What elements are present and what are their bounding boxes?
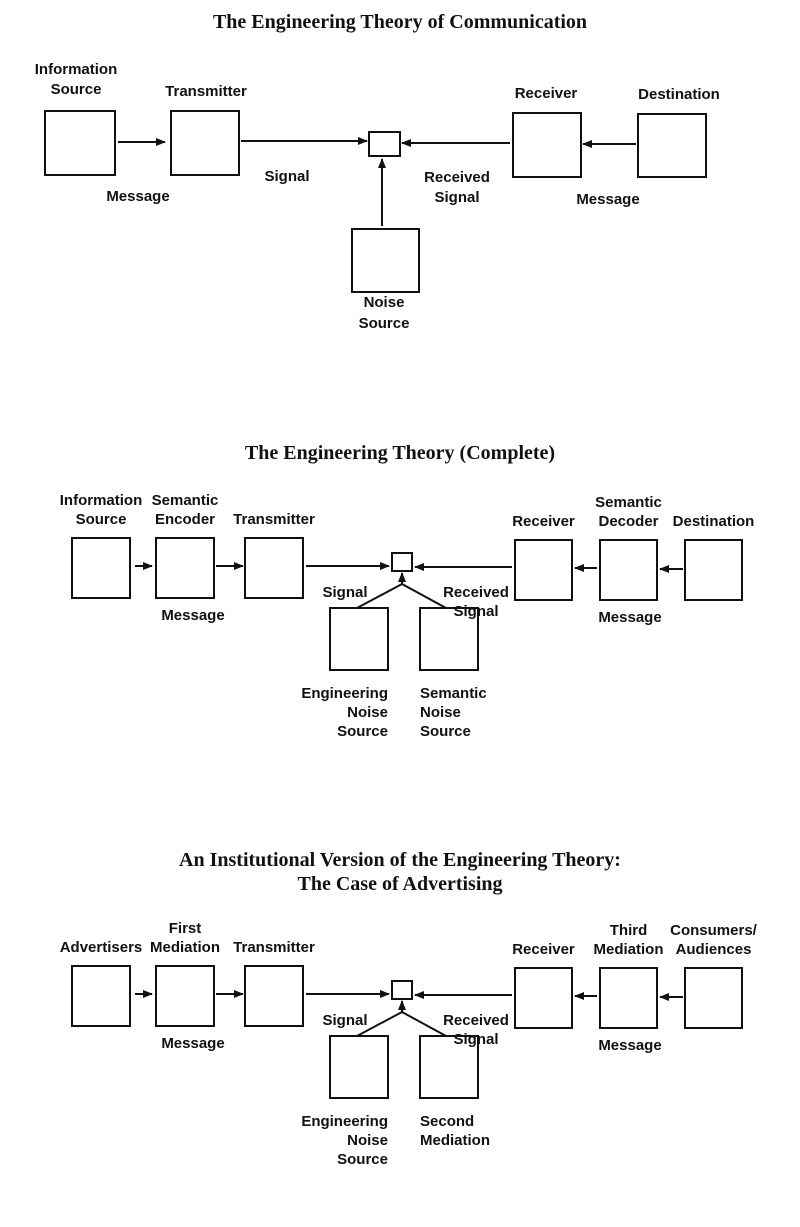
node-label: Decoder: [598, 513, 658, 530]
diagram-title: The Engineering Theory of Communication: [213, 11, 587, 33]
node-receiver: [512, 112, 582, 178]
edge-label-received-signal: Received: [424, 169, 490, 186]
node-transmitter: [170, 110, 240, 176]
diagram-title: The Case of Advertising: [298, 873, 503, 895]
node-label: Engineering: [301, 685, 388, 702]
node-destination: [684, 967, 743, 1029]
node-transmitter: [244, 537, 304, 599]
node-receiver: [514, 539, 573, 601]
node-information-source: [44, 110, 116, 176]
edge-label-message: Message: [598, 1037, 661, 1054]
node-label: Third: [610, 922, 648, 939]
connector-noise-right: [401, 583, 447, 609]
node-label: Audiences: [676, 941, 752, 958]
node-decoder: [599, 967, 658, 1029]
node-label: Semantic: [152, 492, 219, 509]
node-label: Transmitter: [233, 511, 315, 528]
node-label: Destination: [673, 513, 755, 530]
node-label: Receiver: [512, 513, 575, 530]
node-label: Source: [76, 511, 127, 528]
connector-noise-right: [401, 1011, 447, 1037]
connector-noise-left: [356, 583, 403, 609]
edge-label-signal: Signal: [322, 584, 367, 601]
node-label: Source: [420, 723, 471, 740]
node-label: Information: [35, 61, 118, 78]
node-source: [71, 965, 131, 1027]
node-label: Source: [51, 81, 102, 98]
diagram-engineering-theory-complete: The Engineering Theory (Complete) Informa…: [60, 442, 755, 740]
node-source: [71, 537, 131, 599]
node-noise-1: [329, 607, 389, 671]
node-label: Noise: [420, 704, 461, 721]
node-encoder: [155, 537, 215, 599]
node-label: Transmitter: [165, 83, 247, 100]
node-label: Semantic: [595, 494, 662, 511]
node-label: Semantic: [420, 685, 487, 702]
node-label: Mediation: [420, 1132, 490, 1149]
node-label: Noise: [364, 294, 405, 311]
node-label: Transmitter: [233, 939, 315, 956]
edge-label-received-signal: Signal: [434, 189, 479, 206]
node-label: Information: [60, 492, 143, 509]
node-label: Engineering: [301, 1113, 388, 1130]
node-label: Source: [337, 723, 388, 740]
edge-label-message: Message: [106, 188, 169, 205]
node-encoder: [155, 965, 215, 1027]
edge-label-signal: Signal: [264, 168, 309, 185]
diagram-engineering-theory: The Engineering Theory of CommunicationI…: [35, 11, 720, 332]
edge-label-received-signal: Signal: [453, 603, 498, 620]
diagram-advertising-version: An Institutional Version of the Engineer…: [60, 849, 758, 1168]
edge-label-message: Message: [161, 1035, 224, 1052]
node-label: Source: [359, 315, 410, 332]
diagram-title: An Institutional Version of the Engineer…: [179, 849, 621, 871]
node-label: Noise: [347, 1132, 388, 1149]
node-transmitter: [244, 965, 304, 1027]
junction-box: [391, 552, 413, 572]
node-noise-2: [419, 1035, 479, 1099]
node-label: Second: [420, 1113, 474, 1130]
edge-label-received-signal: Received: [443, 1012, 509, 1029]
node-label: Receiver: [512, 941, 575, 958]
junction-box: [368, 131, 401, 157]
node-label: Advertisers: [60, 939, 143, 956]
edge-label-message: Message: [598, 609, 661, 626]
edge-label-message: Message: [576, 191, 639, 208]
edge-label-received-signal: Signal: [453, 1031, 498, 1048]
node-label: First: [169, 920, 202, 937]
node-destination: [637, 113, 707, 178]
edge-label-signal: Signal: [322, 1012, 367, 1029]
node-noise-1: [329, 1035, 389, 1099]
node-destination: [684, 539, 743, 601]
node-receiver: [514, 967, 573, 1029]
node-label: Consumers/: [670, 922, 758, 939]
edge-label-received-signal: Received: [443, 584, 509, 601]
node-decoder: [599, 539, 658, 601]
node-noise-2: [419, 607, 479, 671]
diagram-title: The Engineering Theory (Complete): [245, 442, 555, 464]
node-noise-source: [351, 228, 420, 293]
node-label: Source: [337, 1151, 388, 1168]
junction-box: [391, 980, 413, 1000]
node-label: Destination: [638, 86, 720, 103]
node-label: Encoder: [155, 511, 215, 528]
node-label: Mediation: [594, 941, 664, 958]
node-label: Mediation: [150, 939, 220, 956]
connector-noise-left: [356, 1011, 403, 1037]
node-label: Receiver: [515, 85, 578, 102]
edge-label-message: Message: [161, 607, 224, 624]
node-label: Noise: [347, 704, 388, 721]
